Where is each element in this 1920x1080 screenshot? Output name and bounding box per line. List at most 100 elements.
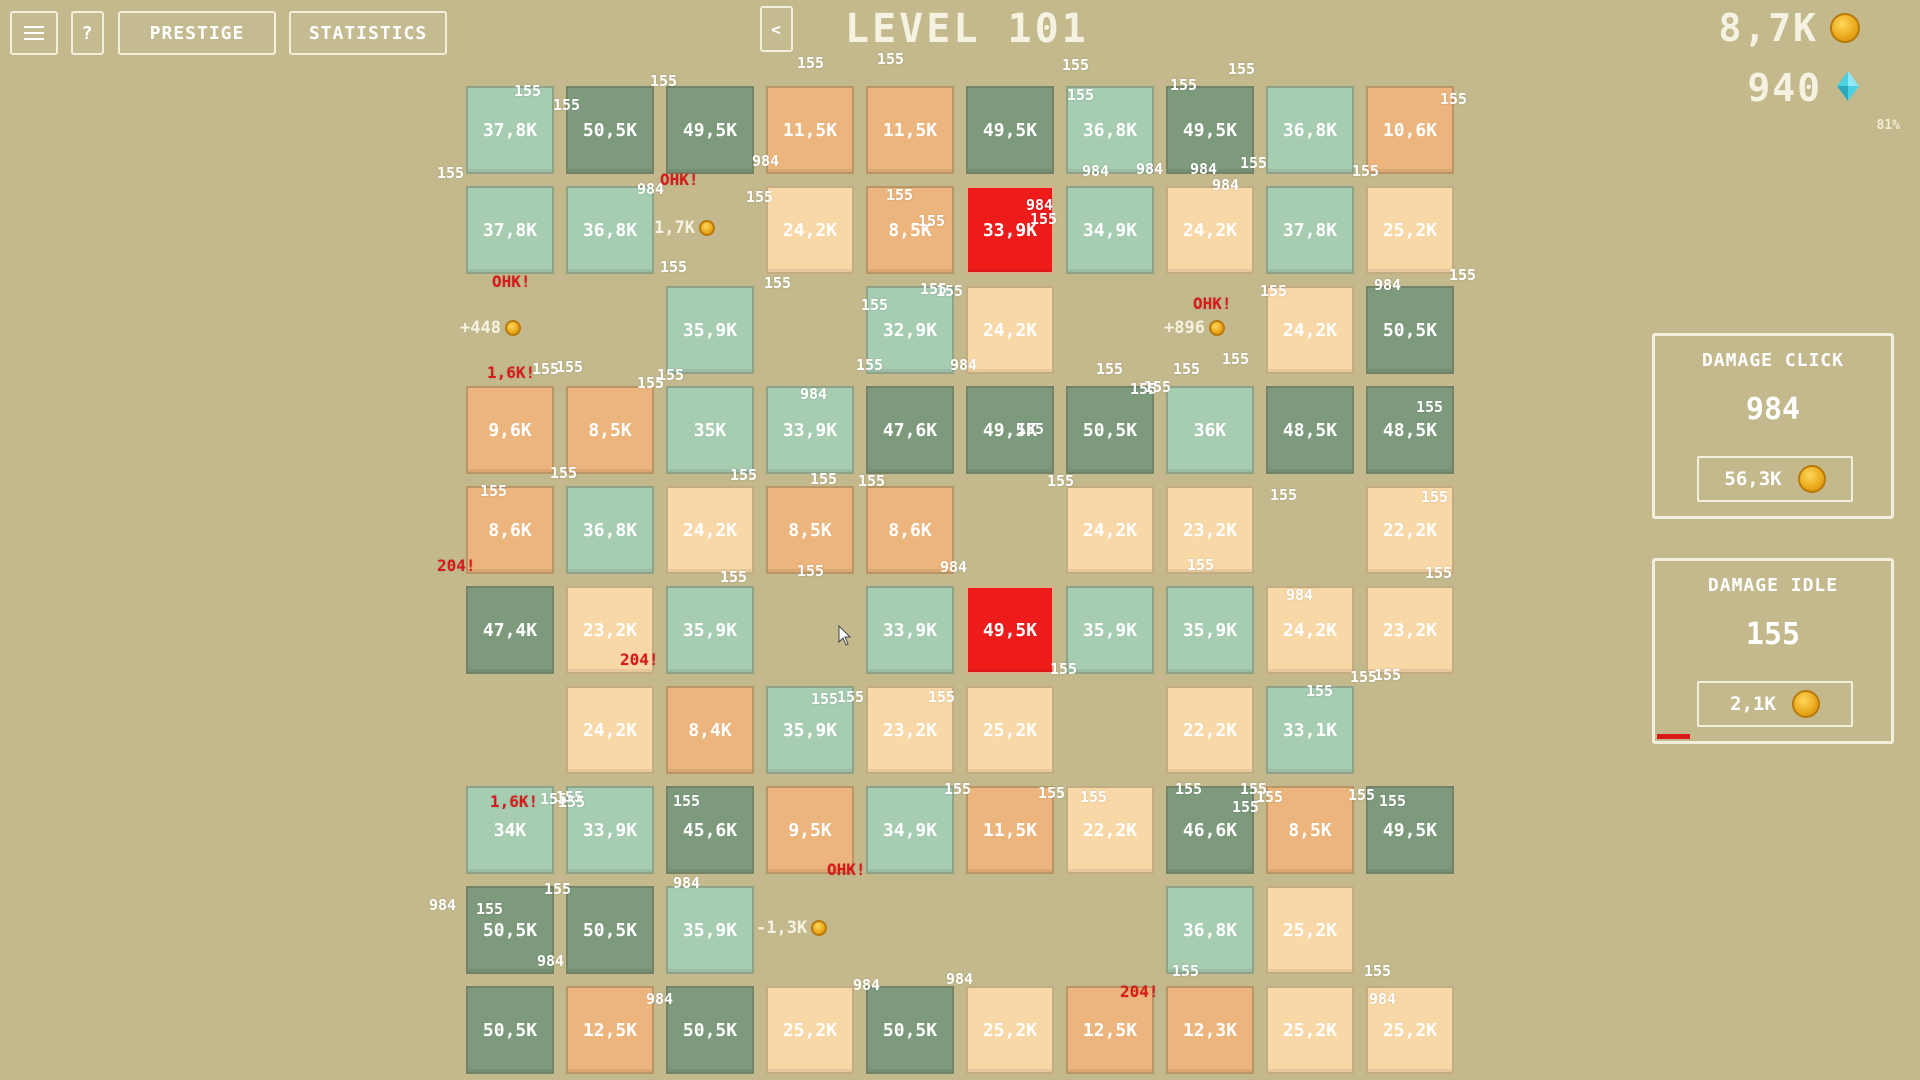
enemy-tile[interactable]: 33,9K (866, 586, 954, 674)
enemy-tile[interactable]: 36,8K (1266, 86, 1354, 174)
floating-damage-number: 155 (918, 212, 946, 230)
enemy-tile[interactable]: 8,6K (866, 486, 954, 574)
coin-icon (504, 320, 521, 336)
floating-damage-number: 155 (1416, 398, 1444, 416)
enemy-tile[interactable]: 24,2K (1266, 586, 1354, 674)
enemy-tile[interactable]: 8,5K (1266, 786, 1354, 874)
enemy-tile[interactable]: 36,8K (566, 486, 654, 574)
floating-damage-number: 984 (940, 558, 968, 576)
gem-amount: 940 (1747, 66, 1822, 110)
enemy-tile[interactable]: 35,9K (1166, 586, 1254, 674)
enemy-tile[interactable]: 8,5K (566, 386, 654, 474)
enemy-tile[interactable]: 8,5K (766, 486, 854, 574)
enemy-tile[interactable]: 11,5K (766, 86, 854, 174)
enemy-tile[interactable]: 37,8K (466, 186, 554, 274)
enemy-tile[interactable]: 49,5K (966, 386, 1054, 474)
enemy-tile[interactable]: 47,6K (866, 386, 954, 474)
enemy-tile[interactable]: 33,1K (1266, 686, 1354, 774)
enemy-tile[interactable]: 48,5K (1366, 386, 1454, 474)
floating-damage-number: 155 (553, 96, 581, 114)
enemy-tile[interactable]: 25,2K (1266, 986, 1354, 1074)
enemy-tile[interactable]: 24,2K (1266, 286, 1354, 374)
enemy-tile[interactable]: 49,5K (966, 586, 1054, 674)
enemy-tile[interactable]: 46,6K (1166, 786, 1254, 874)
enemy-tile[interactable]: 32,9K (866, 286, 954, 374)
prestige-button[interactable]: PRESTIGE (118, 11, 276, 55)
enemy-tile[interactable]: 36,8K (566, 186, 654, 274)
help-button[interactable]: ? (71, 11, 104, 55)
collapse-button[interactable]: < (760, 6, 793, 52)
damage-click-upgrade-button[interactable]: 56,3K (1697, 456, 1853, 502)
enemy-tile[interactable]: 24,2K (1066, 486, 1154, 574)
enemy-tile[interactable]: 24,2K (566, 686, 654, 774)
damage-idle-upgrade-button[interactable]: 2,1K (1697, 681, 1853, 727)
enemy-tile[interactable]: 24,2K (966, 286, 1054, 374)
enemy-tile[interactable]: 48,5K (1266, 386, 1354, 474)
enemy-tile[interactable]: 34,9K (866, 786, 954, 874)
enemy-tile[interactable]: 47,4K (466, 586, 554, 674)
enemy-tile[interactable]: 24,2K (766, 186, 854, 274)
enemy-tile[interactable]: 35,9K (666, 286, 754, 374)
enemy-tile[interactable]: 25,2K (966, 986, 1054, 1074)
menu-button[interactable] (10, 11, 58, 55)
enemy-tile[interactable]: 22,2K (1166, 686, 1254, 774)
enemy-tile[interactable]: 10,6K (1366, 86, 1454, 174)
enemy-tile[interactable]: 35,9K (666, 586, 754, 674)
floating-damage-number: 155 (877, 50, 905, 68)
enemy-tile[interactable]: 45,6K (666, 786, 754, 874)
enemy-tile[interactable]: 50,5K (566, 886, 654, 974)
enemy-tile[interactable]: 50,5K (1066, 386, 1154, 474)
enemy-tile[interactable]: 11,5K (966, 786, 1054, 874)
enemy-tile[interactable]: 9,6K (466, 386, 554, 474)
enemy-tile[interactable]: 36K (1166, 386, 1254, 474)
enemy-tile[interactable]: 25,2K (966, 686, 1054, 774)
enemy-tile[interactable]: 23,2K (1366, 586, 1454, 674)
enemy-tile[interactable]: 12,3K (1166, 986, 1254, 1074)
enemy-tile[interactable]: 8,5K (866, 186, 954, 274)
enemy-tile[interactable]: 35K (666, 386, 754, 474)
statistics-button[interactable]: STATISTICS (289, 11, 447, 55)
enemy-tile[interactable]: 25,2K (766, 986, 854, 1074)
enemy-tile[interactable]: 49,5K (666, 86, 754, 174)
enemy-tile[interactable]: 34K (466, 786, 554, 874)
enemy-tile[interactable]: 50,5K (1366, 286, 1454, 374)
enemy-tile[interactable]: 37,8K (1266, 186, 1354, 274)
enemy-tile[interactable]: 22,2K (1066, 786, 1154, 874)
enemy-tile[interactable]: 11,5K (866, 86, 954, 174)
enemy-tile[interactable]: 37,8K (466, 86, 554, 174)
floating-damage-number: 155 (1062, 56, 1090, 74)
enemy-tile[interactable]: 35,9K (766, 686, 854, 774)
enemy-tile[interactable]: 49,5K (1366, 786, 1454, 874)
enemy-tile[interactable]: 33,9K (966, 186, 1054, 274)
enemy-tile[interactable]: 12,5K (1066, 986, 1154, 1074)
enemy-tile[interactable]: 36,8K (1166, 886, 1254, 974)
enemy-tile[interactable]: 34,9K (1066, 186, 1154, 274)
floating-damage-number: 155 (1306, 682, 1334, 700)
enemy-tile[interactable]: 36,8K (1066, 86, 1154, 174)
enemy-tile[interactable]: 23,2K (866, 686, 954, 774)
enemy-tile[interactable]: 22,2K (1366, 486, 1454, 574)
enemy-tile[interactable]: 35,9K (666, 886, 754, 974)
enemy-tile[interactable]: 50,5K (466, 886, 554, 974)
enemy-tile[interactable]: 49,5K (1166, 86, 1254, 174)
enemy-tile[interactable]: 12,5K (566, 986, 654, 1074)
enemy-tile[interactable]: 50,5K (466, 986, 554, 1074)
enemy-tile[interactable]: 25,2K (1366, 186, 1454, 274)
enemy-tile[interactable]: 8,6K (466, 486, 554, 574)
enemy-tile[interactable]: 9,5K (766, 786, 854, 874)
enemy-tile[interactable]: 33,9K (766, 386, 854, 474)
enemy-tile[interactable]: 23,2K (566, 586, 654, 674)
enemy-tile[interactable]: 25,2K (1366, 986, 1454, 1074)
enemy-tile[interactable]: 33,9K (566, 786, 654, 874)
enemy-tile[interactable]: 49,5K (966, 86, 1054, 174)
enemy-tile[interactable]: 35,9K (1066, 586, 1154, 674)
enemy-tile[interactable]: 50,5K (666, 986, 754, 1074)
enemy-tile[interactable]: 24,2K (666, 486, 754, 574)
enemy-tile[interactable]: 25,2K (1266, 886, 1354, 974)
enemy-tile[interactable]: 24,2K (1166, 186, 1254, 274)
enemy-tile[interactable]: 50,5K (866, 986, 954, 1074)
enemy-tile[interactable]: 50,5K (566, 86, 654, 174)
enemy-tile[interactable]: 23,2K (1166, 486, 1254, 574)
floating-damage-number: 155 (858, 472, 886, 490)
enemy-tile[interactable]: 8,4K (666, 686, 754, 774)
